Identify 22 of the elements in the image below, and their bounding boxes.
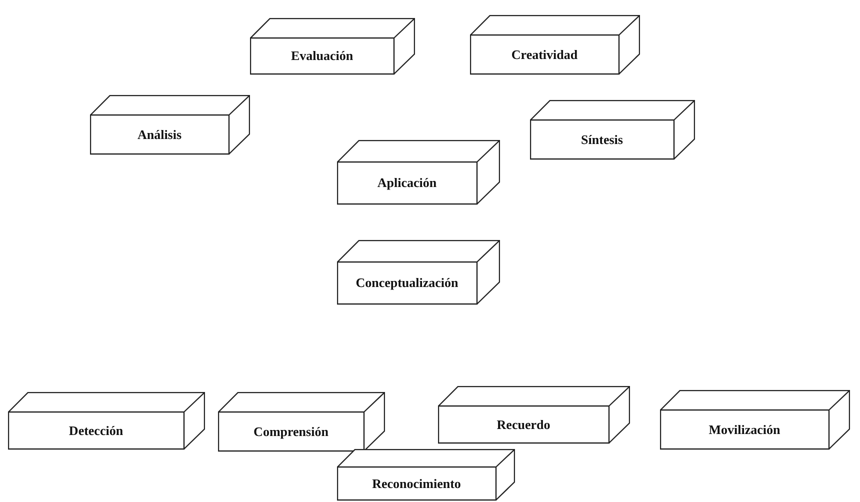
block-label: Aplicación <box>377 175 437 191</box>
block-box <box>218 392 385 452</box>
block-label: Recuerdo <box>496 416 550 432</box>
block-box <box>660 390 850 450</box>
block-box <box>470 15 640 75</box>
block-box <box>337 140 500 205</box>
block-box <box>250 18 415 75</box>
block-label: Evaluación <box>290 48 354 64</box>
block-label: Movilización <box>708 422 780 438</box>
block-box <box>337 449 515 501</box>
block-label: Reconocimiento <box>372 476 461 492</box>
block-box <box>337 240 500 305</box>
block-box <box>530 100 695 160</box>
block-label: Creatividad <box>511 46 578 62</box>
block-label: Comprensión <box>254 424 328 440</box>
block-label: Detección <box>68 422 124 438</box>
block-label: Conceptualización <box>356 275 458 291</box>
block-label: Síntesis <box>581 132 623 148</box>
block-label: Análisis <box>137 126 182 142</box>
block-box <box>8 392 205 450</box>
block-box <box>438 386 630 444</box>
block-box <box>90 95 250 155</box>
